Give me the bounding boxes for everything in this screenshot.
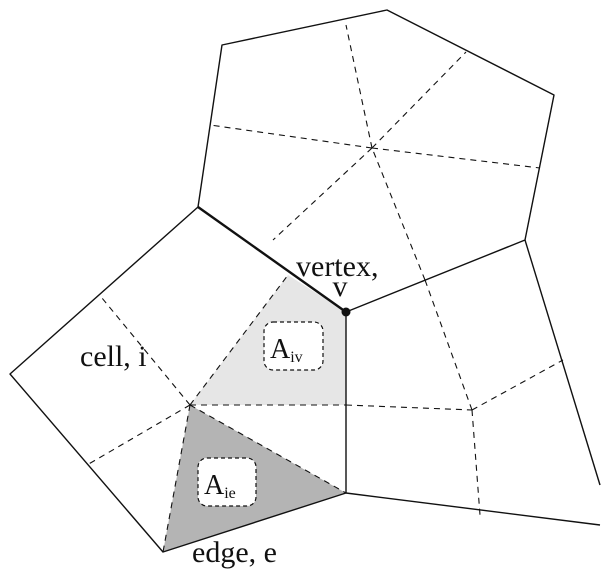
dual-line — [471, 409, 481, 516]
area-subscript: ie — [224, 485, 236, 502]
vertex-point — [341, 307, 351, 317]
vertex-area-label-text: Aiv — [270, 334, 303, 366]
dual-line — [189, 404, 347, 494]
dual-line — [371, 147, 541, 169]
vertex-area-label: Aiv — [263, 321, 324, 371]
bottom-right-cell-boundary — [345, 492, 601, 526]
cell-label: cell, i — [80, 340, 147, 373]
right-cell-boundary — [524, 239, 601, 486]
edge-area-label: Aie — [197, 457, 257, 507]
area-symbol: A — [204, 470, 225, 501]
area-subscript: iv — [290, 349, 302, 366]
dual-line — [345, 404, 473, 411]
vertex-area-label-box — [263, 321, 324, 371]
vertex-symbol: v — [333, 270, 348, 303]
dual-mesh — [86, 24, 564, 553]
dual-line — [162, 404, 191, 553]
dual-line — [345, 24, 373, 149]
dual-line — [424, 279, 473, 411]
edge-area-label-box — [197, 457, 257, 507]
highlighted-edge — [197, 206, 347, 313]
dual-line — [189, 274, 289, 406]
edge-label: edge, e — [192, 536, 277, 569]
edge-area-label-text: Aie — [204, 470, 236, 502]
dual-line — [209, 124, 373, 149]
primal-mesh — [9, 9, 601, 553]
dual-line — [101, 297, 191, 406]
dual-line — [86, 404, 191, 466]
dual-line — [371, 51, 467, 149]
area-symbol: A — [270, 334, 291, 365]
dual-line — [272, 147, 373, 241]
dual-line — [371, 147, 426, 281]
vertex-label: vertex, — [296, 250, 378, 283]
dual-line — [471, 359, 564, 411]
top-cell-boundary — [197, 9, 555, 313]
